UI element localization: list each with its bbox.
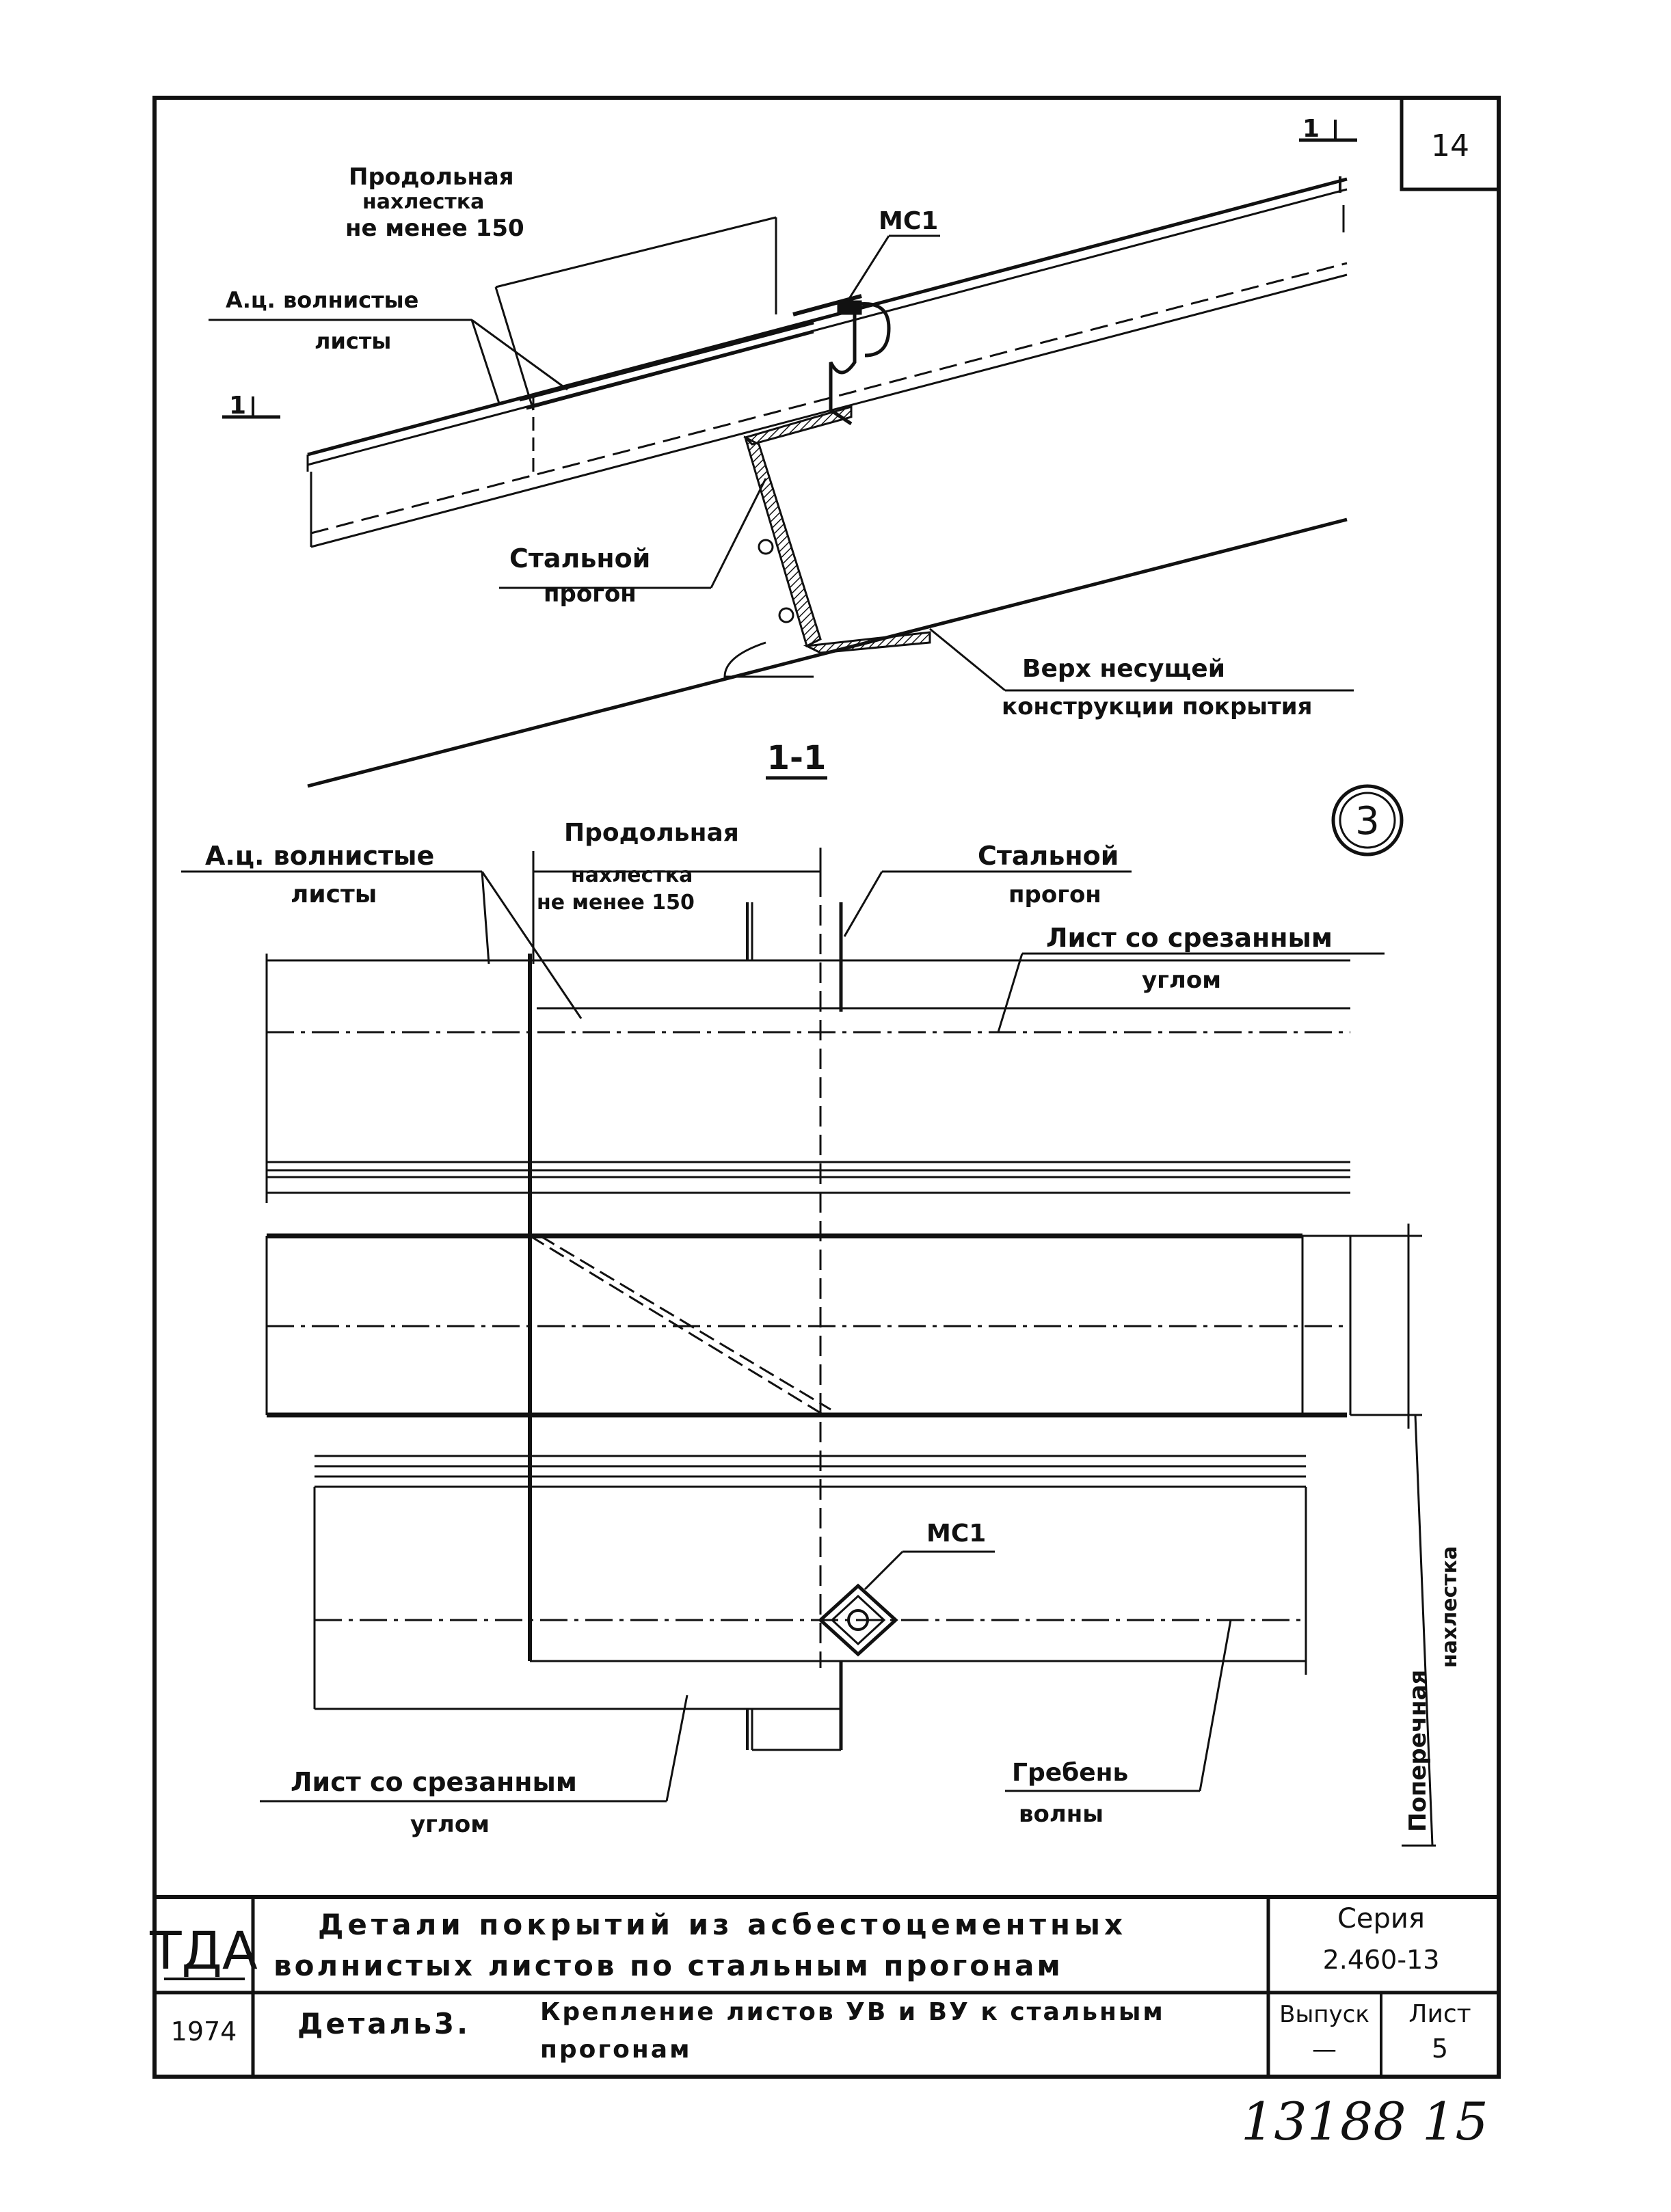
handwritten-page: 15 [1422, 2091, 1488, 2152]
detail-name: Деталь3. [297, 2007, 470, 2040]
transverse-overlap-label-1: Поперечная [1404, 1670, 1432, 1832]
title-line-2: волнистых листов по стальным прогонам [273, 1949, 1063, 1982]
plan-purlin-label-1: Стальной [978, 841, 1119, 871]
plan-overlap-label-1: Продольная [564, 819, 739, 847]
steel-purlin [723, 405, 931, 678]
section-view [209, 120, 1357, 788]
structure-label-2: конструкции покрытия [1002, 693, 1312, 720]
plan-ridge-label-1: Гребень [1012, 1759, 1128, 1787]
section-mark-right [1299, 120, 1357, 142]
sheet-label: Лист [1408, 2000, 1471, 2028]
logo: ТДА [149, 1920, 258, 1981]
section-purlin-label-1: Стальной [509, 543, 650, 574]
clip-mc1 [829, 300, 891, 426]
issue-label: Выпуск [1279, 2001, 1369, 2028]
title-line-1: Детали покрытий из асбестоцементных [318, 1908, 1127, 1941]
series-value: 2.460-13 [1323, 1945, 1440, 1975]
plan-purlin-label-2: прогон [1008, 881, 1101, 908]
section-sheets-label-1: А.ц. волнистые [226, 287, 418, 313]
section-mark-left-label: 1 [229, 392, 246, 420]
year: 1974 [171, 2017, 237, 2047]
plan-cut-sheet-top-2: углом [1142, 967, 1221, 994]
plan-sheets-label-1: А.ц. волнистые [205, 841, 434, 871]
section-clip-label: МС1 [879, 207, 938, 235]
inventory-number: 13188 [1241, 2091, 1406, 2152]
sheet-frame [152, 96, 1501, 2079]
structure-label-1: Верх несущей [1022, 655, 1225, 683]
section-purlin-label-2: прогон [544, 580, 637, 608]
section-title: 1-1 [767, 739, 827, 777]
section-sheets-label-2: листы [315, 328, 391, 354]
plan-overlap-label-3: не менее 150 [537, 891, 695, 915]
series-label: Серия [1337, 1903, 1425, 1934]
plan-cut-sheet-bottom-2: углом [410, 1811, 490, 1838]
section-overlap-label-3: не менее 150 [345, 215, 524, 242]
cut-corner-diagonal [529, 1235, 825, 1416]
detail-marker: 3 [1331, 784, 1404, 857]
section-mark-right-label: 1 [1302, 115, 1320, 143]
detail-number: 3 [1355, 799, 1380, 844]
section-overlap-label-1: Продольная [349, 163, 514, 191]
plan-sheets-label-2: листы [291, 880, 377, 908]
plan-cut-sheet-bottom-1: Лист со срезанным [291, 1767, 577, 1797]
sheet-value: 5 [1432, 2034, 1448, 2064]
detail-desc-line-1: Крепление листов УВ и ВУ к стальным [540, 1998, 1165, 2026]
structure-top-line [307, 517, 1348, 788]
plan-clip-label: МС1 [926, 1520, 986, 1548]
plan-overlap-label-2: нахлестка [571, 863, 693, 887]
plan-clip-mc1 [818, 1583, 898, 1657]
plan-cut-sheet-top-1: Лист со срезанным [1046, 923, 1333, 953]
plan-view [181, 848, 1436, 1847]
issue-value: — [1312, 2036, 1337, 2064]
sheet-number-box [1400, 96, 1501, 191]
sheet-number: 14 [1431, 129, 1469, 163]
detail-desc-line-2: прогонам [540, 2036, 692, 2064]
transverse-overlap-label-2: нахлестка [1438, 1546, 1462, 1668]
roof-sheets [306, 176, 1348, 472]
plan-ridge-label-2: волны [1019, 1800, 1104, 1828]
title-block [155, 1895, 1499, 2077]
section-overlap-label-2: нахлестка [362, 190, 484, 214]
section-mark-left [222, 396, 280, 419]
